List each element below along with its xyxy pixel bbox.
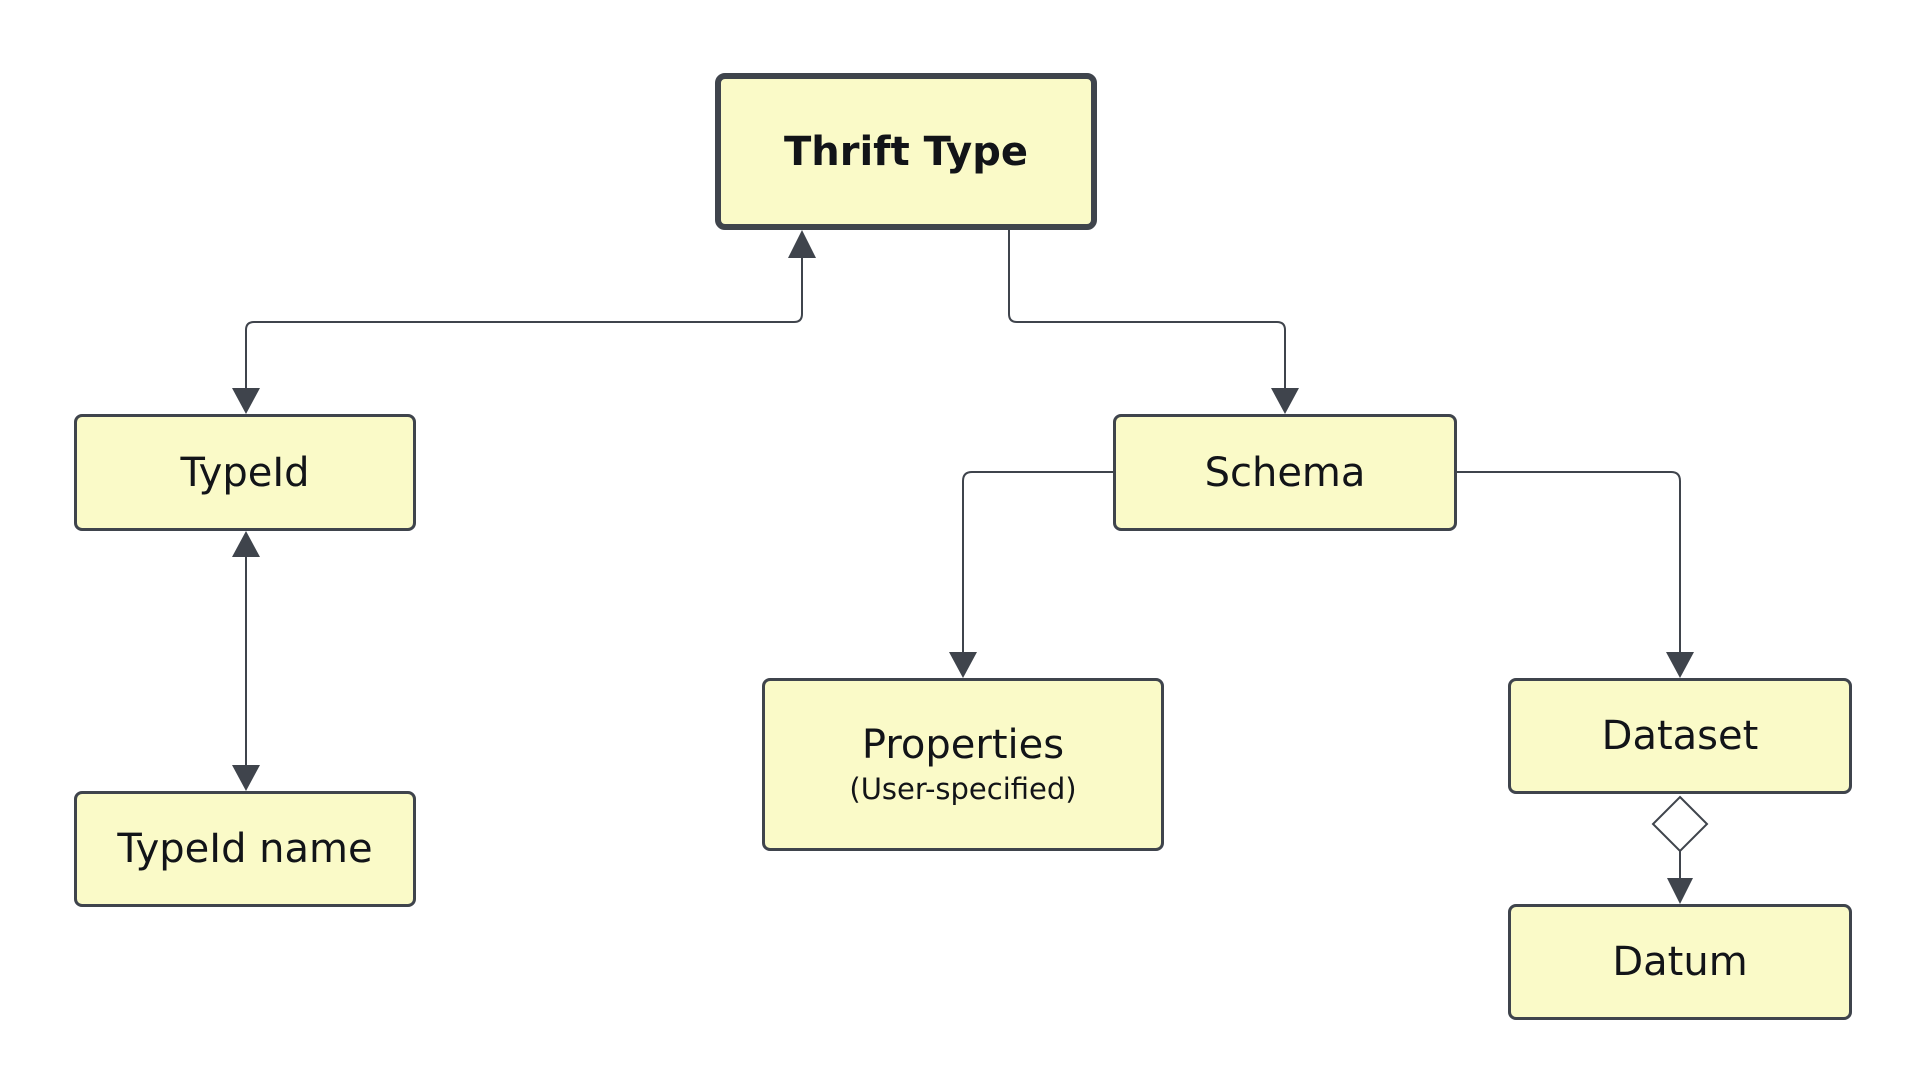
arrowhead-down-typeid: [232, 388, 260, 414]
arrowhead-down-datum: [1667, 878, 1693, 904]
edge-schema-properties: [962, 471, 1115, 654]
node-datum[interactable]: Datum: [1508, 904, 1852, 1020]
aggregation-diamond-icon: [1651, 795, 1709, 853]
node-typeid[interactable]: TypeId: [74, 414, 416, 531]
edge-schema-dataset: [1455, 471, 1681, 654]
node-schema-label: Schema: [1204, 449, 1366, 496]
edge-thrift-type-typeid: [245, 255, 803, 390]
node-schema[interactable]: Schema: [1113, 414, 1457, 531]
node-properties-label: Properties: [861, 722, 1065, 769]
arrowhead-up-thrift-type: [788, 230, 816, 258]
node-typeid-name-label: TypeId name: [117, 826, 373, 872]
node-datum-label: Datum: [1612, 939, 1748, 985]
arrowhead-up-typeid: [232, 531, 260, 557]
node-thrift-type-label: Thrift Type: [783, 128, 1029, 175]
arrowhead-down-properties: [949, 652, 977, 678]
arrowhead-down-schema: [1271, 388, 1299, 414]
node-properties-sublabel: (User-specified): [849, 772, 1077, 807]
node-dataset-label: Dataset: [1601, 713, 1759, 759]
node-typeid-label: TypeId: [180, 449, 310, 496]
arrowhead-down-typeid-name: [232, 765, 260, 791]
node-properties[interactable]: Properties (User-specified): [762, 678, 1164, 851]
node-typeid-name[interactable]: TypeId name: [74, 791, 416, 907]
node-dataset[interactable]: Dataset: [1508, 678, 1852, 794]
node-thrift-type[interactable]: Thrift Type: [715, 73, 1097, 230]
edge-thrift-type-schema: [1008, 230, 1286, 390]
arrowhead-down-dataset: [1666, 652, 1694, 678]
